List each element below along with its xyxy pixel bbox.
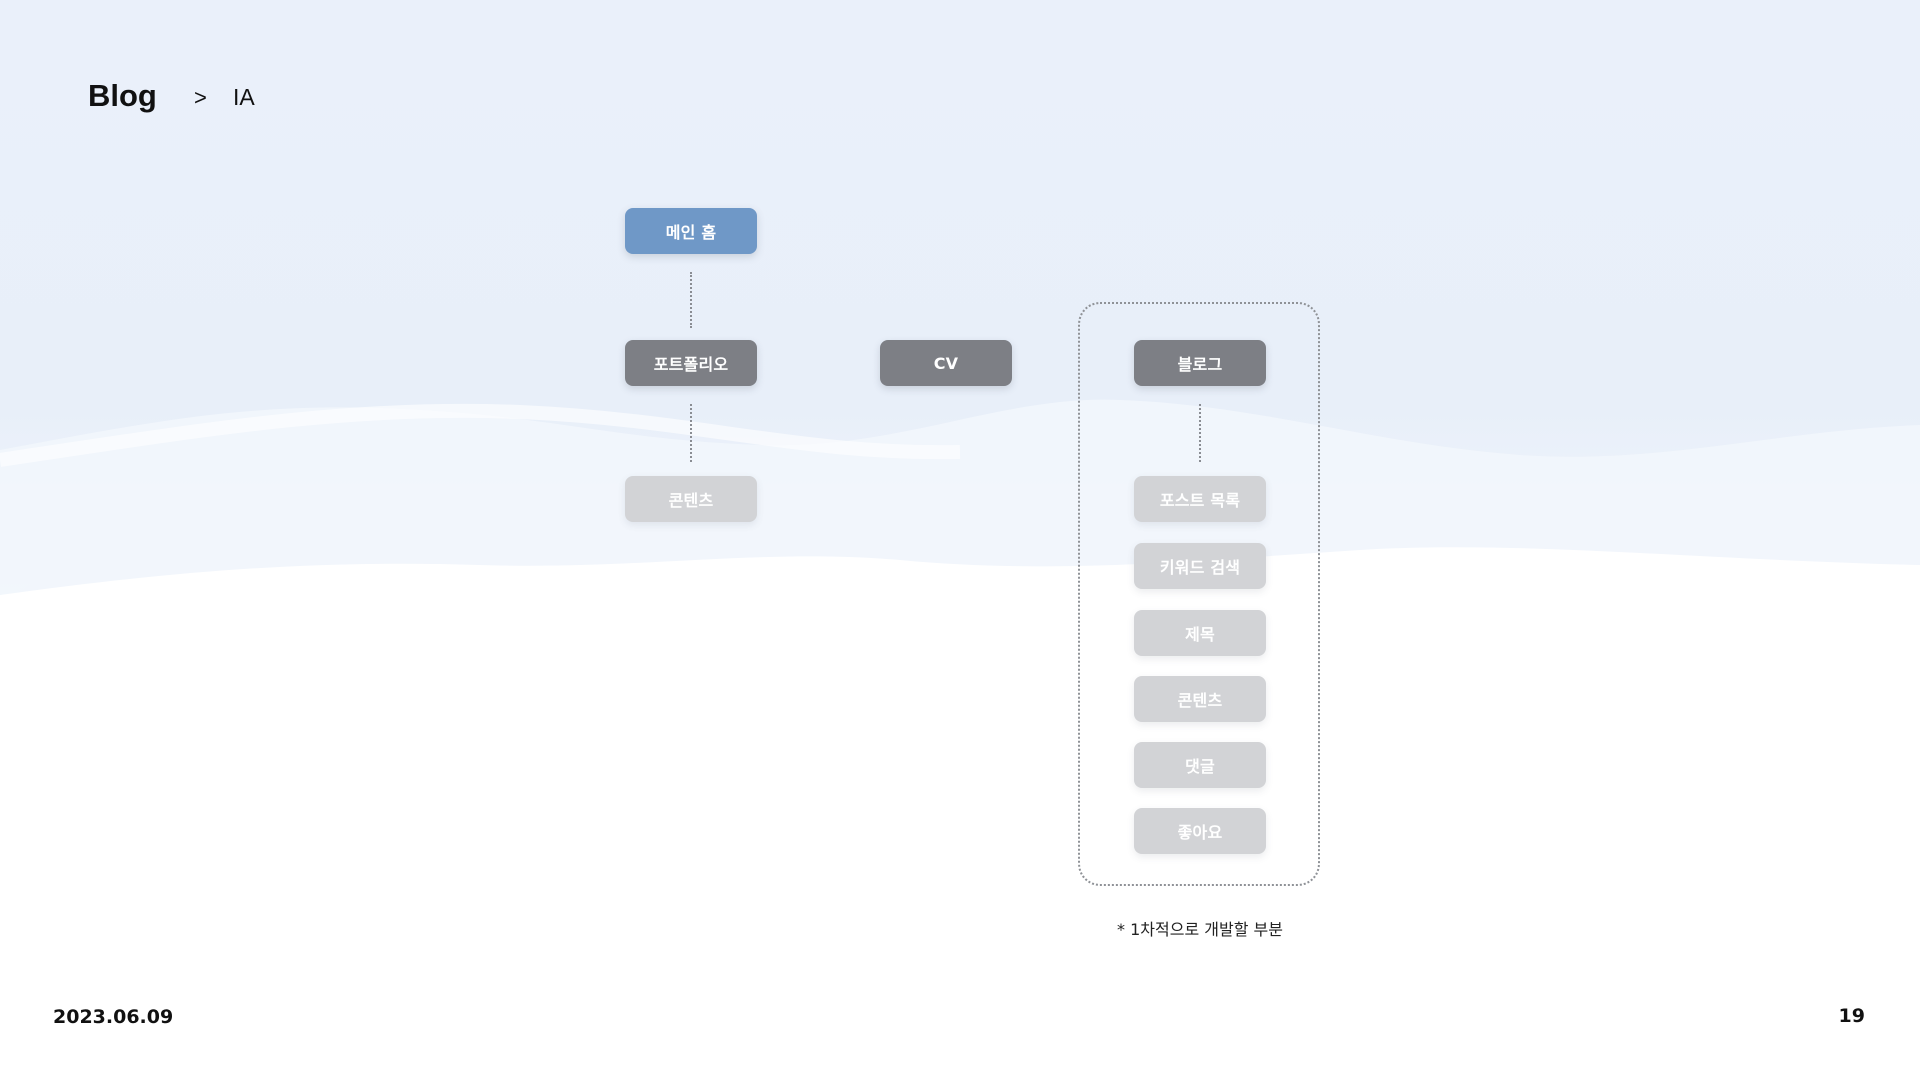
breadcrumb-separator: > (194, 85, 207, 110)
connector-line (690, 404, 692, 462)
node-blog: 블로그 (1134, 340, 1266, 386)
page-subtitle: IA (233, 84, 255, 110)
node-title: 제목 (1134, 610, 1266, 656)
node-comments: 댓글 (1134, 742, 1266, 788)
page-title: Blog (88, 78, 157, 113)
node-portfolio: 포트폴리오 (625, 340, 757, 386)
footer-date: 2023.06.09 (53, 1006, 174, 1028)
node-cv: CV (880, 340, 1012, 386)
blog-group-box (1078, 302, 1320, 886)
node-post-list: 포스트 목록 (1134, 476, 1266, 522)
node-content: 콘텐츠 (1134, 676, 1266, 722)
connector-line (1199, 404, 1201, 462)
node-likes: 좋아요 (1134, 808, 1266, 854)
page-number: 19 (1838, 1005, 1865, 1027)
node-portfolio-content: 콘텐츠 (625, 476, 757, 522)
node-main-home: 메인 홈 (625, 208, 757, 254)
group-note: * 1차적으로 개발할 부분 (1117, 920, 1283, 939)
node-keyword-search: 키워드 검색 (1134, 543, 1266, 589)
connector-line (690, 272, 692, 328)
